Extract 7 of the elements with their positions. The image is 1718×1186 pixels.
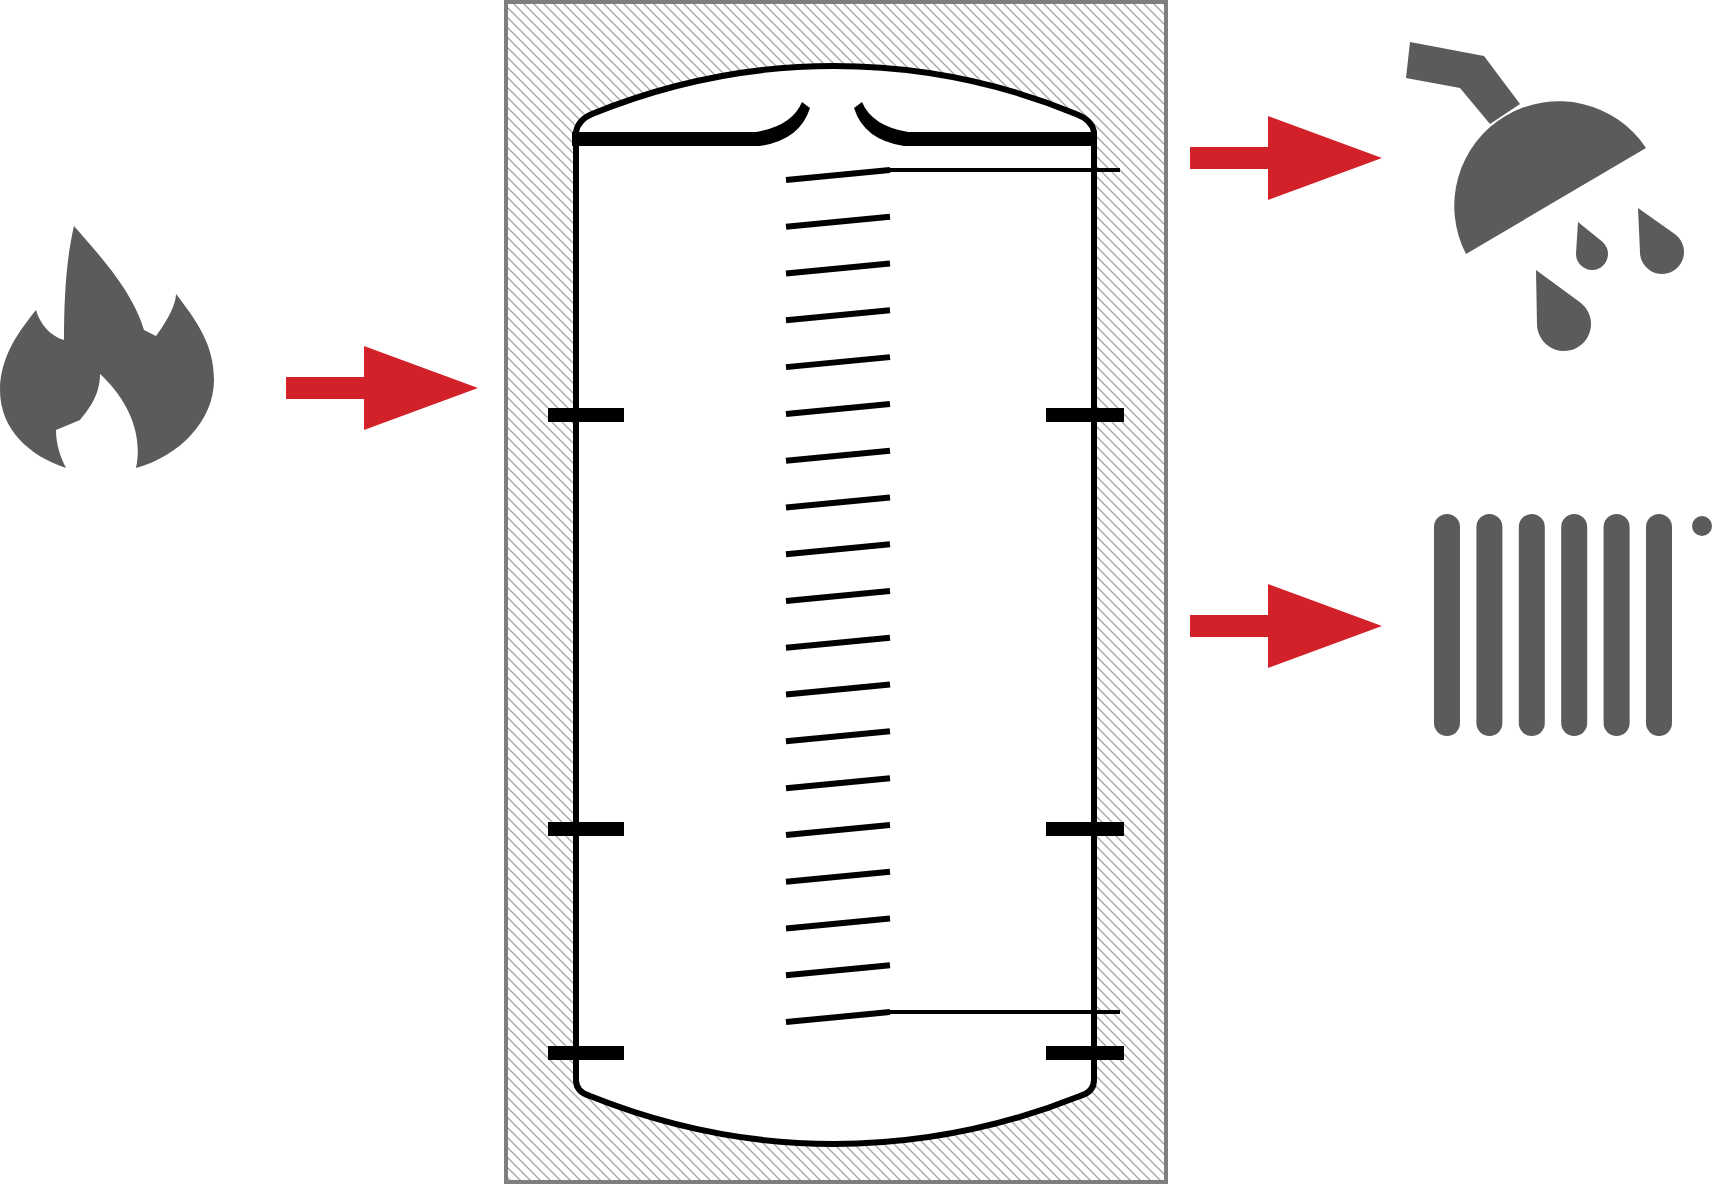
shower-icon (1404, 40, 1686, 354)
arrow (1190, 584, 1382, 668)
arrow (286, 346, 478, 430)
storage-tank-drawing (504, 0, 1168, 1186)
radiator-icon (1432, 512, 1716, 738)
flame-icon (0, 222, 216, 472)
arrow (1190, 116, 1382, 200)
